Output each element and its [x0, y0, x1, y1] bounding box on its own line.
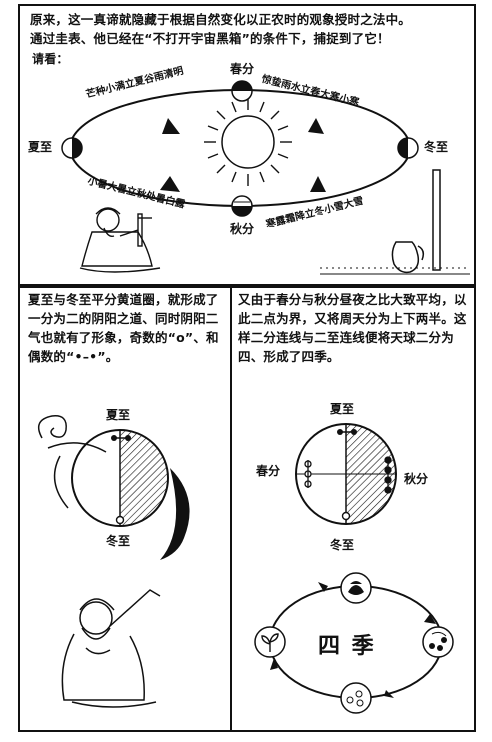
quartered-circle — [295, 423, 397, 525]
even-number-dots-right-icon — [384, 456, 392, 494]
ecliptic-diagram — [61, 80, 470, 275]
cycle-arrow-icon — [384, 690, 394, 698]
cycle-arrow-icon — [270, 658, 278, 670]
label-dongzhi: 冬至 — [106, 534, 131, 548]
yin-yang-text: 夏至与冬至平分黄道圈，就形成了一分为二的阴阳之道、同时阴阳二气也就有了形象，奇数… — [28, 292, 219, 364]
crescent-icon — [160, 468, 190, 560]
four-seasons-panel: 又由于春分与秋分昼夜之比大致平均，以此二点为界，又将周天分为上下两半。这样二分连… — [230, 286, 476, 732]
intro-line-2: 通过圭表、他已经在“不打开宇宙黑箱”的条件下，捕捉到了它！ — [30, 31, 390, 46]
odd-number-dot-icon — [115, 515, 125, 525]
ancient-astronomer-figure-icon — [79, 207, 161, 273]
marker-triangle-icon — [310, 176, 326, 192]
qiufen-planet-icon — [231, 195, 253, 217]
autumn-fruit-icon — [422, 626, 454, 658]
ground-icon — [320, 267, 470, 275]
top-panel: 原来，这一真谛就隐藏于根据自然变化以正农时的观象授时之法中。 通过圭表、他已经在… — [18, 4, 476, 286]
marker-triangle-icon — [160, 176, 180, 192]
label-chunfen: 春分 — [256, 464, 281, 478]
water-jar-icon — [391, 241, 425, 274]
odd-number-dots-icon — [304, 460, 312, 488]
yin-yang-panel: 夏至与冬至平分黄道圈，就形成了一分为二的阴阳之道、同时阴阳二气也就有了形象，奇数… — [18, 286, 232, 732]
marker-triangle-icon — [162, 118, 180, 134]
four-seasons-text: 又由于春分与秋分昼夜之比大致平均，以此二点为界，又将周天分为上下两半。这样二分连… — [238, 292, 467, 364]
odd-number-dot-icon — [341, 511, 351, 521]
four-seasons-title: 四 季 — [318, 634, 376, 659]
label-xiazhi: 夏至 — [106, 408, 131, 422]
cycle-arrow-icon — [424, 614, 436, 624]
label-qiufen: 秋分 — [404, 472, 429, 486]
sage-figure-icon — [61, 589, 161, 708]
four-seasons-diagram — [254, 423, 454, 714]
label-dongzhi: 冬至 — [424, 140, 449, 154]
chunfen-planet-icon — [231, 80, 253, 102]
winter-seeds-icon — [340, 682, 372, 714]
cloud-swirl-icon — [37, 415, 107, 509]
label-xiazhi: 夏至 — [28, 140, 53, 154]
summer-leaves-icon — [340, 572, 372, 604]
half-hatched-circle — [71, 429, 169, 527]
label-xiazhi: 夏至 — [330, 402, 355, 416]
even-number-dots-icon — [337, 429, 357, 435]
xiazhi-planet-icon — [61, 137, 83, 159]
cycle-arrow-icon — [318, 582, 328, 592]
yin-yang-diagram — [37, 415, 190, 708]
even-number-dots-icon — [111, 435, 131, 441]
dongzhi-planet-icon — [397, 137, 419, 159]
spring-sprout-icon — [254, 626, 286, 658]
sun-icon — [204, 98, 292, 186]
gnomon-pole-icon — [432, 169, 441, 271]
label-dongzhi: 冬至 — [330, 538, 355, 552]
label-chunfen: 春分 — [230, 62, 255, 76]
label-qiufen: 秋分 — [230, 222, 255, 236]
intro-line-3: 请看： — [32, 52, 69, 66]
intro-line-1: 原来，这一真谛就隐藏于根据自然变化以正农时的观象授时之法中。 — [30, 12, 412, 27]
marker-triangle-icon — [308, 118, 324, 134]
